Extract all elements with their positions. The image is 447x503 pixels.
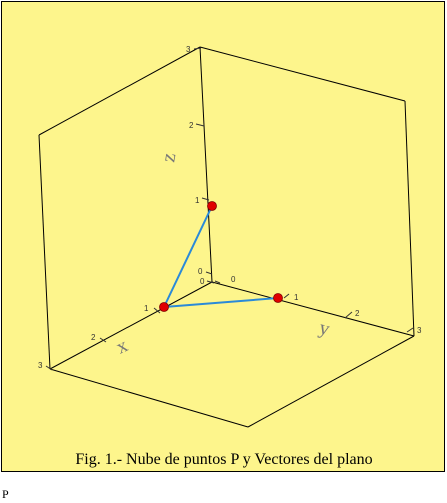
- 3d-plot: 1 2 3 0 0 0 1 2 3 1 2 3 z x y: [38, 45, 422, 428]
- footer-text: P: [2, 487, 9, 501]
- z-tick-2: 2: [189, 121, 194, 130]
- vector-x-to-y: [163, 297, 279, 308]
- origin-tick-z: 0: [198, 267, 203, 276]
- x-tick-3: 3: [38, 361, 43, 370]
- z-tick-1: 1: [195, 196, 200, 205]
- x-axis-label: x: [113, 334, 131, 358]
- z-tick-3: 3: [186, 45, 191, 54]
- point-y: [273, 293, 283, 303]
- x-tick-2: 2: [91, 333, 96, 342]
- tick-marks: [45, 47, 414, 371]
- bounding-box: [38, 46, 415, 428]
- z-axis-label: z: [157, 151, 180, 164]
- y-tick-1: 1: [294, 293, 299, 302]
- origin-tick-y: 0: [231, 275, 236, 284]
- point-x: [159, 302, 169, 312]
- figure-panel: 1 2 3 0 0 0 1 2 3 1 2 3 z x y Fig. 1.- N…: [1, 1, 445, 472]
- x-tick-1: 1: [144, 304, 149, 313]
- y-axis-label: y: [317, 317, 332, 341]
- point-z: [207, 201, 217, 211]
- plane-vectors: [163, 205, 279, 308]
- y-tick-2: 2: [355, 309, 360, 318]
- vector-x-to-z: [163, 205, 213, 308]
- figure-caption: Fig. 1.- Nube de puntos P y Vectores del…: [75, 451, 373, 468]
- y-tick-3: 3: [417, 326, 422, 335]
- origin-tick-x: 0: [200, 277, 205, 286]
